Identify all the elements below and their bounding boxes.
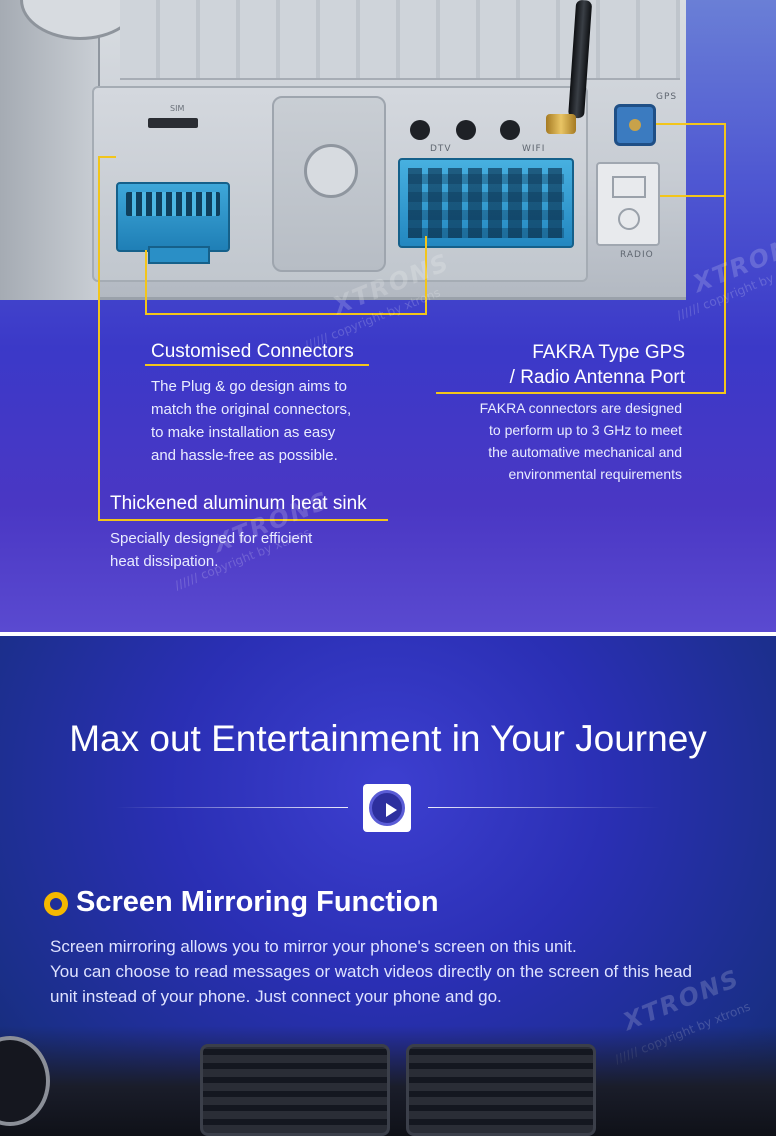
callout-line bbox=[425, 236, 427, 315]
section-divider bbox=[0, 632, 776, 636]
wifi-label: WIFI bbox=[522, 144, 546, 154]
gps-label: GPS bbox=[656, 92, 678, 102]
radio-label: RADIO bbox=[620, 250, 654, 260]
callout-line bbox=[98, 156, 100, 520]
description-line: Specially designed for efficient bbox=[110, 530, 313, 547]
sim-slot bbox=[148, 118, 198, 128]
description-line: to make installation as easy bbox=[151, 424, 336, 441]
sim-label: SIM bbox=[170, 104, 185, 113]
main-connector bbox=[116, 182, 230, 264]
entertainment-section: Max out Entertainment in Your Journey Sc… bbox=[0, 636, 776, 1136]
hardware-panel: SIM DTV WIFI GPS RADIO bbox=[0, 0, 776, 632]
chassis-fins bbox=[120, 0, 680, 80]
fakra-heading: FAKRA Type GPS / Radio Antenna Port bbox=[440, 340, 685, 390]
description-line: to perform up to 3 GHz to meet bbox=[489, 422, 682, 438]
description-line: The Plug & go design aims to bbox=[151, 378, 347, 395]
connectors-description: The Plug & go design aims to match the o… bbox=[151, 375, 351, 467]
play-video-button[interactable] bbox=[363, 784, 411, 832]
description-line: the automative mechanical and bbox=[488, 444, 682, 460]
title-rule-right bbox=[428, 807, 660, 808]
heatsink-heading: Thickened aluminum heat sink bbox=[110, 493, 367, 514]
callout-line bbox=[98, 519, 388, 521]
section-headline: Max out Entertainment in Your Journey bbox=[69, 718, 707, 759]
fakra-heading-line: / Radio Antenna Port bbox=[509, 367, 685, 388]
port-hole bbox=[456, 120, 476, 140]
radio-port-circle bbox=[618, 208, 640, 230]
bullet-icon bbox=[44, 892, 68, 916]
feature-line: You can choose to read messages or watch… bbox=[50, 962, 692, 981]
callout-line bbox=[436, 392, 726, 394]
feature-line: Screen mirroring allows you to mirror yo… bbox=[50, 937, 577, 956]
port-hole bbox=[500, 120, 520, 140]
callout-line bbox=[145, 313, 427, 315]
callout-line bbox=[660, 195, 726, 197]
connector-tab bbox=[148, 246, 210, 264]
play-triangle bbox=[386, 803, 397, 817]
heatsink-description: Specially designed for efficient heat di… bbox=[110, 527, 312, 573]
callout-line bbox=[98, 156, 116, 158]
connector-pins bbox=[126, 192, 220, 216]
io-connector-pins bbox=[408, 168, 564, 238]
chassis-side bbox=[0, 0, 100, 300]
brand-logo-icon bbox=[304, 144, 358, 198]
radio-port bbox=[596, 162, 660, 246]
feature-line: unit instead of your phone. Just connect… bbox=[50, 987, 502, 1006]
air-vent bbox=[406, 1044, 596, 1136]
description-line: environmental requirements bbox=[508, 466, 682, 482]
port-hole bbox=[410, 120, 430, 140]
feature-title: Screen Mirroring Function bbox=[76, 886, 439, 918]
callout-line bbox=[145, 250, 147, 314]
fakra-heading-line: FAKRA Type GPS bbox=[532, 342, 685, 363]
fakra-gps-port bbox=[614, 104, 656, 146]
gold-plug bbox=[546, 114, 576, 134]
title-rule-left bbox=[116, 807, 348, 808]
heat-sink-block bbox=[272, 96, 386, 272]
description-line: FAKRA connectors are designed bbox=[479, 400, 682, 416]
description-line: match the original connectors, bbox=[151, 401, 352, 418]
callout-line bbox=[145, 364, 369, 366]
radio-port-square bbox=[612, 176, 646, 198]
dtv-label: DTV bbox=[430, 144, 452, 154]
description-line: heat dissipation. bbox=[110, 553, 219, 570]
callout-line bbox=[656, 123, 726, 125]
fakra-description: FAKRA connectors are designed to perform… bbox=[430, 397, 682, 485]
feature-description: Screen mirroring allows you to mirror yo… bbox=[50, 934, 740, 1009]
connectors-heading: Customised Connectors bbox=[151, 341, 354, 362]
callout-line bbox=[724, 123, 726, 393]
head-unit-chassis: SIM DTV WIFI GPS RADIO bbox=[0, 0, 686, 300]
play-icon bbox=[369, 790, 405, 826]
description-line: and hassle-free as possible. bbox=[151, 447, 338, 464]
air-vent bbox=[200, 1044, 390, 1136]
io-connector-block bbox=[398, 158, 574, 248]
